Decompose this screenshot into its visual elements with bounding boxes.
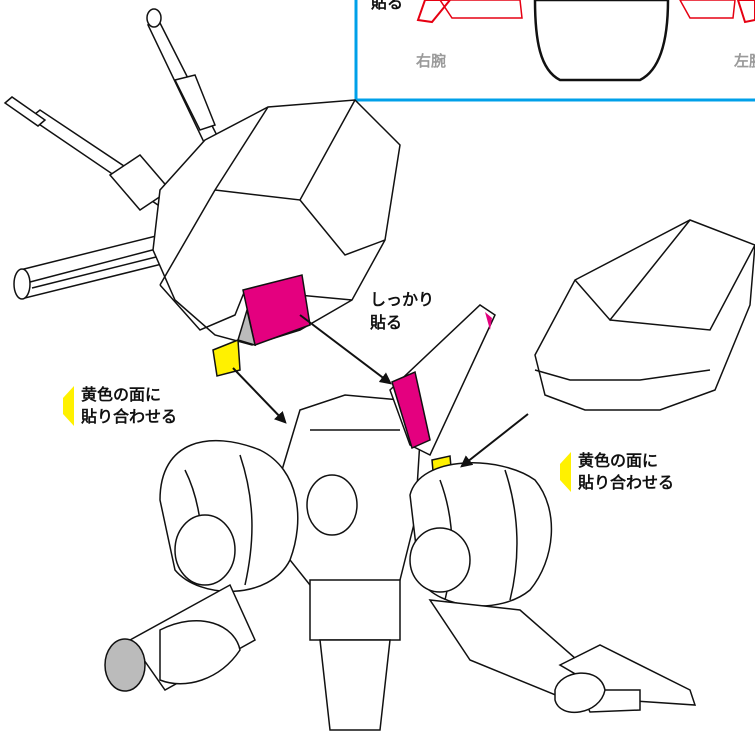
inset-partial-label: 貼る <box>371 0 404 12</box>
inset-left-arm-label: 左腕 <box>734 52 755 70</box>
shoulder-armor-right <box>534 219 755 411</box>
magenta-face-body <box>391 370 431 450</box>
yellow-tab-icon <box>560 452 571 492</box>
yellow-tab-icon <box>63 386 74 426</box>
robot-body <box>104 304 697 731</box>
callout-right: 黄色の面に 貼り合わせる <box>560 450 710 496</box>
inset-panel <box>354 0 755 102</box>
callout-right-line1: 黄色の面に <box>578 451 659 470</box>
inset-torso-outline <box>533 0 670 82</box>
callout-right-line2: 貼り合わせる <box>578 473 675 492</box>
firm-press-line2: 貼る <box>370 313 403 332</box>
weapon-arms <box>3 8 239 300</box>
inset-right-arm-label: 右腕 <box>416 52 447 70</box>
shoulder-armor-left <box>152 99 401 377</box>
yellow-face-left <box>212 338 241 377</box>
firm-press-line1: しっかり <box>370 290 435 309</box>
callout-left-line1: 黄色の面に <box>81 385 162 404</box>
assembly-arrows <box>232 314 529 468</box>
callout-left-line2: 貼り合わせる <box>81 407 178 426</box>
callout-left: 黄色の面に 貼り合わせる <box>63 384 213 430</box>
